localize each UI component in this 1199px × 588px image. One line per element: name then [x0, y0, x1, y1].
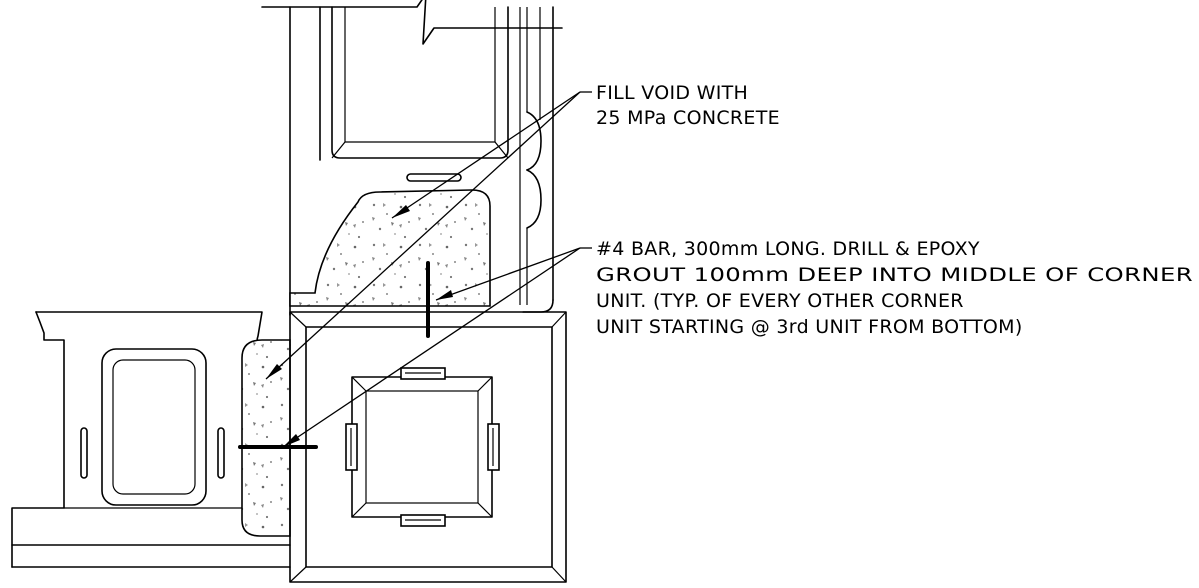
fill-void-leaders — [265, 91, 592, 380]
bar-note: #4 BAR, 300mm LONG. DRILL & EPOXY GROUT … — [596, 238, 1193, 338]
fill-void-note-line-2: 25 MPa CONCRETE — [596, 107, 780, 129]
left-concrete-fill — [241, 339, 291, 537]
corner-unit — [289, 311, 567, 583]
upper-wall-unit — [261, 0, 563, 316]
upper-slot — [406, 173, 462, 182]
upper-cavity — [331, 6, 509, 159]
break-line — [261, 0, 563, 45]
corner-opening — [351, 376, 493, 518]
left-wall-unit — [11, 311, 291, 568]
fill-void-note: FILL VOID WITH 25 MPa CONCRETE — [596, 82, 780, 129]
left-slot-1 — [80, 427, 88, 479]
upper-concrete-fill — [289, 189, 491, 307]
bar-note-line-3: UNIT. (TYP. OF EVERY OTHER CORNER — [596, 290, 964, 312]
bar-leaders — [282, 247, 592, 448]
left-cavity — [101, 348, 207, 506]
bar-note-line-4: UNIT STARTING @ 3rd UNIT FROM BOTTOM) — [596, 316, 1023, 338]
fill-void-note-line-1: FILL VOID WITH — [596, 82, 748, 104]
bar-note-line-2: GROUT 100mm DEEP INTO MIDDLE OF CORNER — [596, 264, 1193, 286]
left-slot-2 — [217, 427, 225, 479]
bar-note-line-1: #4 BAR, 300mm LONG. DRILL & EPOXY — [596, 238, 980, 260]
